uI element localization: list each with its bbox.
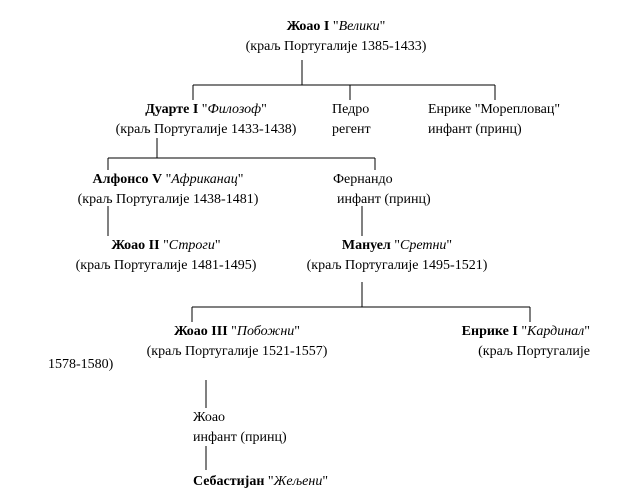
person-role: (краљ Португалије bbox=[478, 344, 590, 359]
person-role: инфант (принц) bbox=[428, 122, 522, 137]
person-role: (краљ Португалије 1521-1557) bbox=[146, 344, 328, 359]
person-name: Дуарте I "Филозоф" bbox=[145, 102, 267, 117]
person-name: Жоао III "Побожни" bbox=[174, 324, 300, 339]
person-role: (краљ Португалије 1481-1495) bbox=[75, 258, 257, 273]
person-role: инфант (принц) bbox=[193, 430, 287, 445]
node-joao-infant: Жоао инфант (принц) bbox=[193, 408, 287, 448]
node-joao2: Жоао II "Строги" (краљ Португалије 1481-… bbox=[76, 236, 257, 276]
enrike1-role-continuation: 1578-1580) bbox=[48, 357, 114, 372]
node-afonso5: Алфонсо V "Африканац" (краљ Португалије … bbox=[78, 170, 259, 210]
person-name: Жоао bbox=[193, 410, 226, 425]
person-role: (краљ Португалије 1385-1433) bbox=[245, 39, 427, 54]
node-manuel1: Мануел "Сретни" (краљ Португалије 1495-1… bbox=[307, 236, 488, 276]
person-name: Енрике "Морепловац" bbox=[428, 102, 561, 117]
node-enrike-navigator: Енрике "Морепловац" инфант (принц) bbox=[428, 100, 560, 140]
person-role: инфант (принц) bbox=[337, 192, 431, 207]
person-name: Себастијан "Жељени" bbox=[193, 474, 329, 489]
person-name: Жоао I "Велики" bbox=[286, 19, 386, 34]
person-name: Педро bbox=[332, 102, 370, 117]
person-role: (краљ Португалије 1495-1521) bbox=[306, 258, 488, 273]
node-fernando: Фернандо инфант (принц) bbox=[333, 170, 431, 210]
node-joao1: Жоао I "Велики" (краљ Португалије 1385-1… bbox=[246, 17, 427, 57]
node-enrike1: Енрике I "Кардинал" (краљ Португалије bbox=[452, 322, 590, 362]
node-joao3: Жоао III "Побожни" (краљ Португалије 152… bbox=[147, 322, 328, 362]
person-name: Алфонсо V "Африканац" bbox=[92, 172, 244, 187]
person-name: Фернандо bbox=[333, 172, 393, 187]
person-name: Жоао II "Строги" bbox=[111, 238, 221, 253]
person-name: Мануел "Сретни" bbox=[341, 238, 453, 253]
node-sebastian: Себастијан "Жељени" bbox=[193, 472, 328, 492]
node-pedro: Педро регент bbox=[332, 100, 371, 140]
person-name: Енрике I "Кардинал" bbox=[461, 324, 590, 339]
node-duarte1: Дуарте I "Филозоф" (краљ Португалије 143… bbox=[116, 100, 297, 140]
person-role: (краљ Португалије 1433-1438) bbox=[115, 122, 297, 137]
person-role: регент bbox=[332, 122, 371, 137]
person-role: (краљ Португалије 1438-1481) bbox=[77, 192, 259, 207]
